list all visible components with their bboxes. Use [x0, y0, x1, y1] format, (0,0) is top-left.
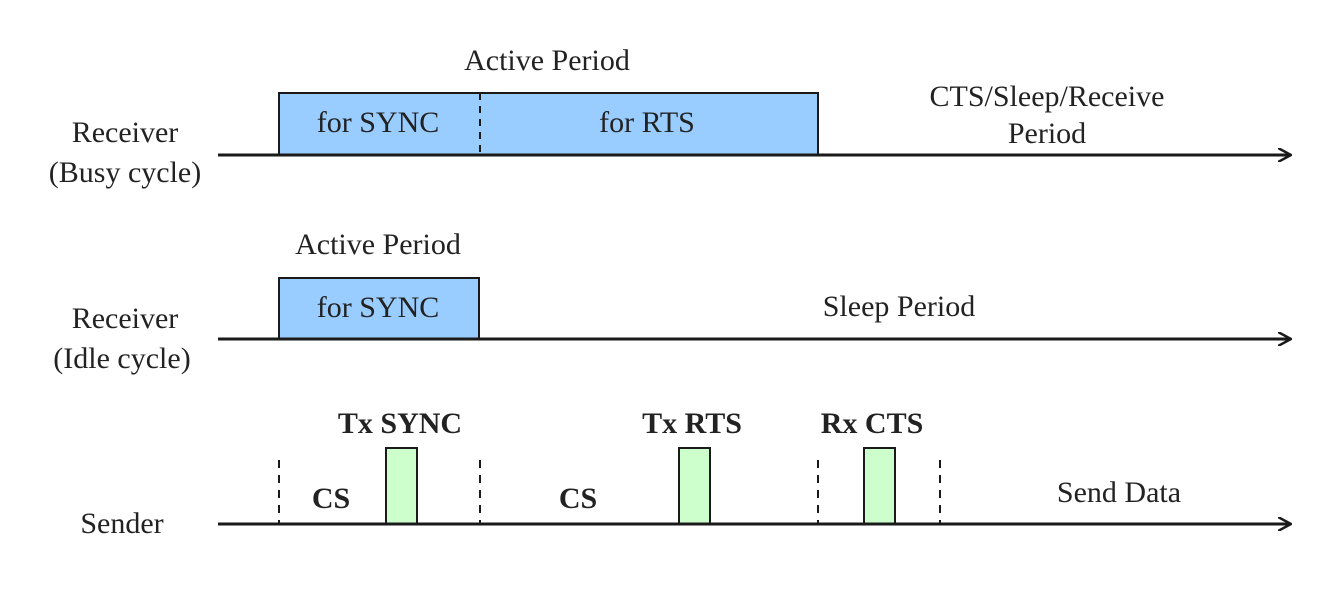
idle-for-sync-label: for SYNC	[317, 291, 440, 324]
idle-cycle-row: Receiver (Idle cycle) Active Period for …	[53, 228, 1290, 375]
idle-active-period-title: Active Period	[295, 228, 461, 261]
tx-rts-label: Tx RTS	[642, 407, 742, 440]
rx-cts-pulse	[863, 447, 896, 525]
idle-row-label-line1: Receiver	[72, 302, 179, 335]
sender-row-label: Sender	[80, 507, 163, 540]
send-data-label: Send Data	[1057, 476, 1181, 509]
busy-cycle-row: Receiver (Busy cycle) Active Period for …	[49, 44, 1290, 189]
cs-label-2: CS	[559, 482, 597, 515]
tx-sync-pulse	[385, 447, 418, 525]
busy-active-period-title: Active Period	[464, 44, 630, 77]
sender-row: Sender CS CS Tx SYNC Tx RTS Rx CTS Send …	[80, 407, 1290, 540]
busy-row-label-line2: (Busy cycle)	[49, 156, 201, 189]
tx-rts-pulse	[678, 447, 711, 525]
busy-active-period-box	[278, 92, 819, 156]
idle-row-label-line2: (Idle cycle)	[53, 342, 190, 375]
busy-for-rts-label: for RTS	[599, 106, 695, 139]
busy-row-label-line1: Receiver	[72, 116, 179, 149]
cs-label-1: CS	[312, 482, 350, 515]
idle-active-period-box	[278, 277, 480, 340]
busy-after-period-line1: CTS/Sleep/Receive	[930, 80, 1165, 113]
busy-after-period-line2: Period	[1008, 117, 1086, 150]
rx-cts-label: Rx CTS	[821, 407, 924, 440]
tx-sync-label: Tx SYNC	[338, 407, 462, 440]
idle-sleep-period-label: Sleep Period	[823, 290, 975, 323]
busy-for-sync-label: for SYNC	[317, 106, 440, 139]
